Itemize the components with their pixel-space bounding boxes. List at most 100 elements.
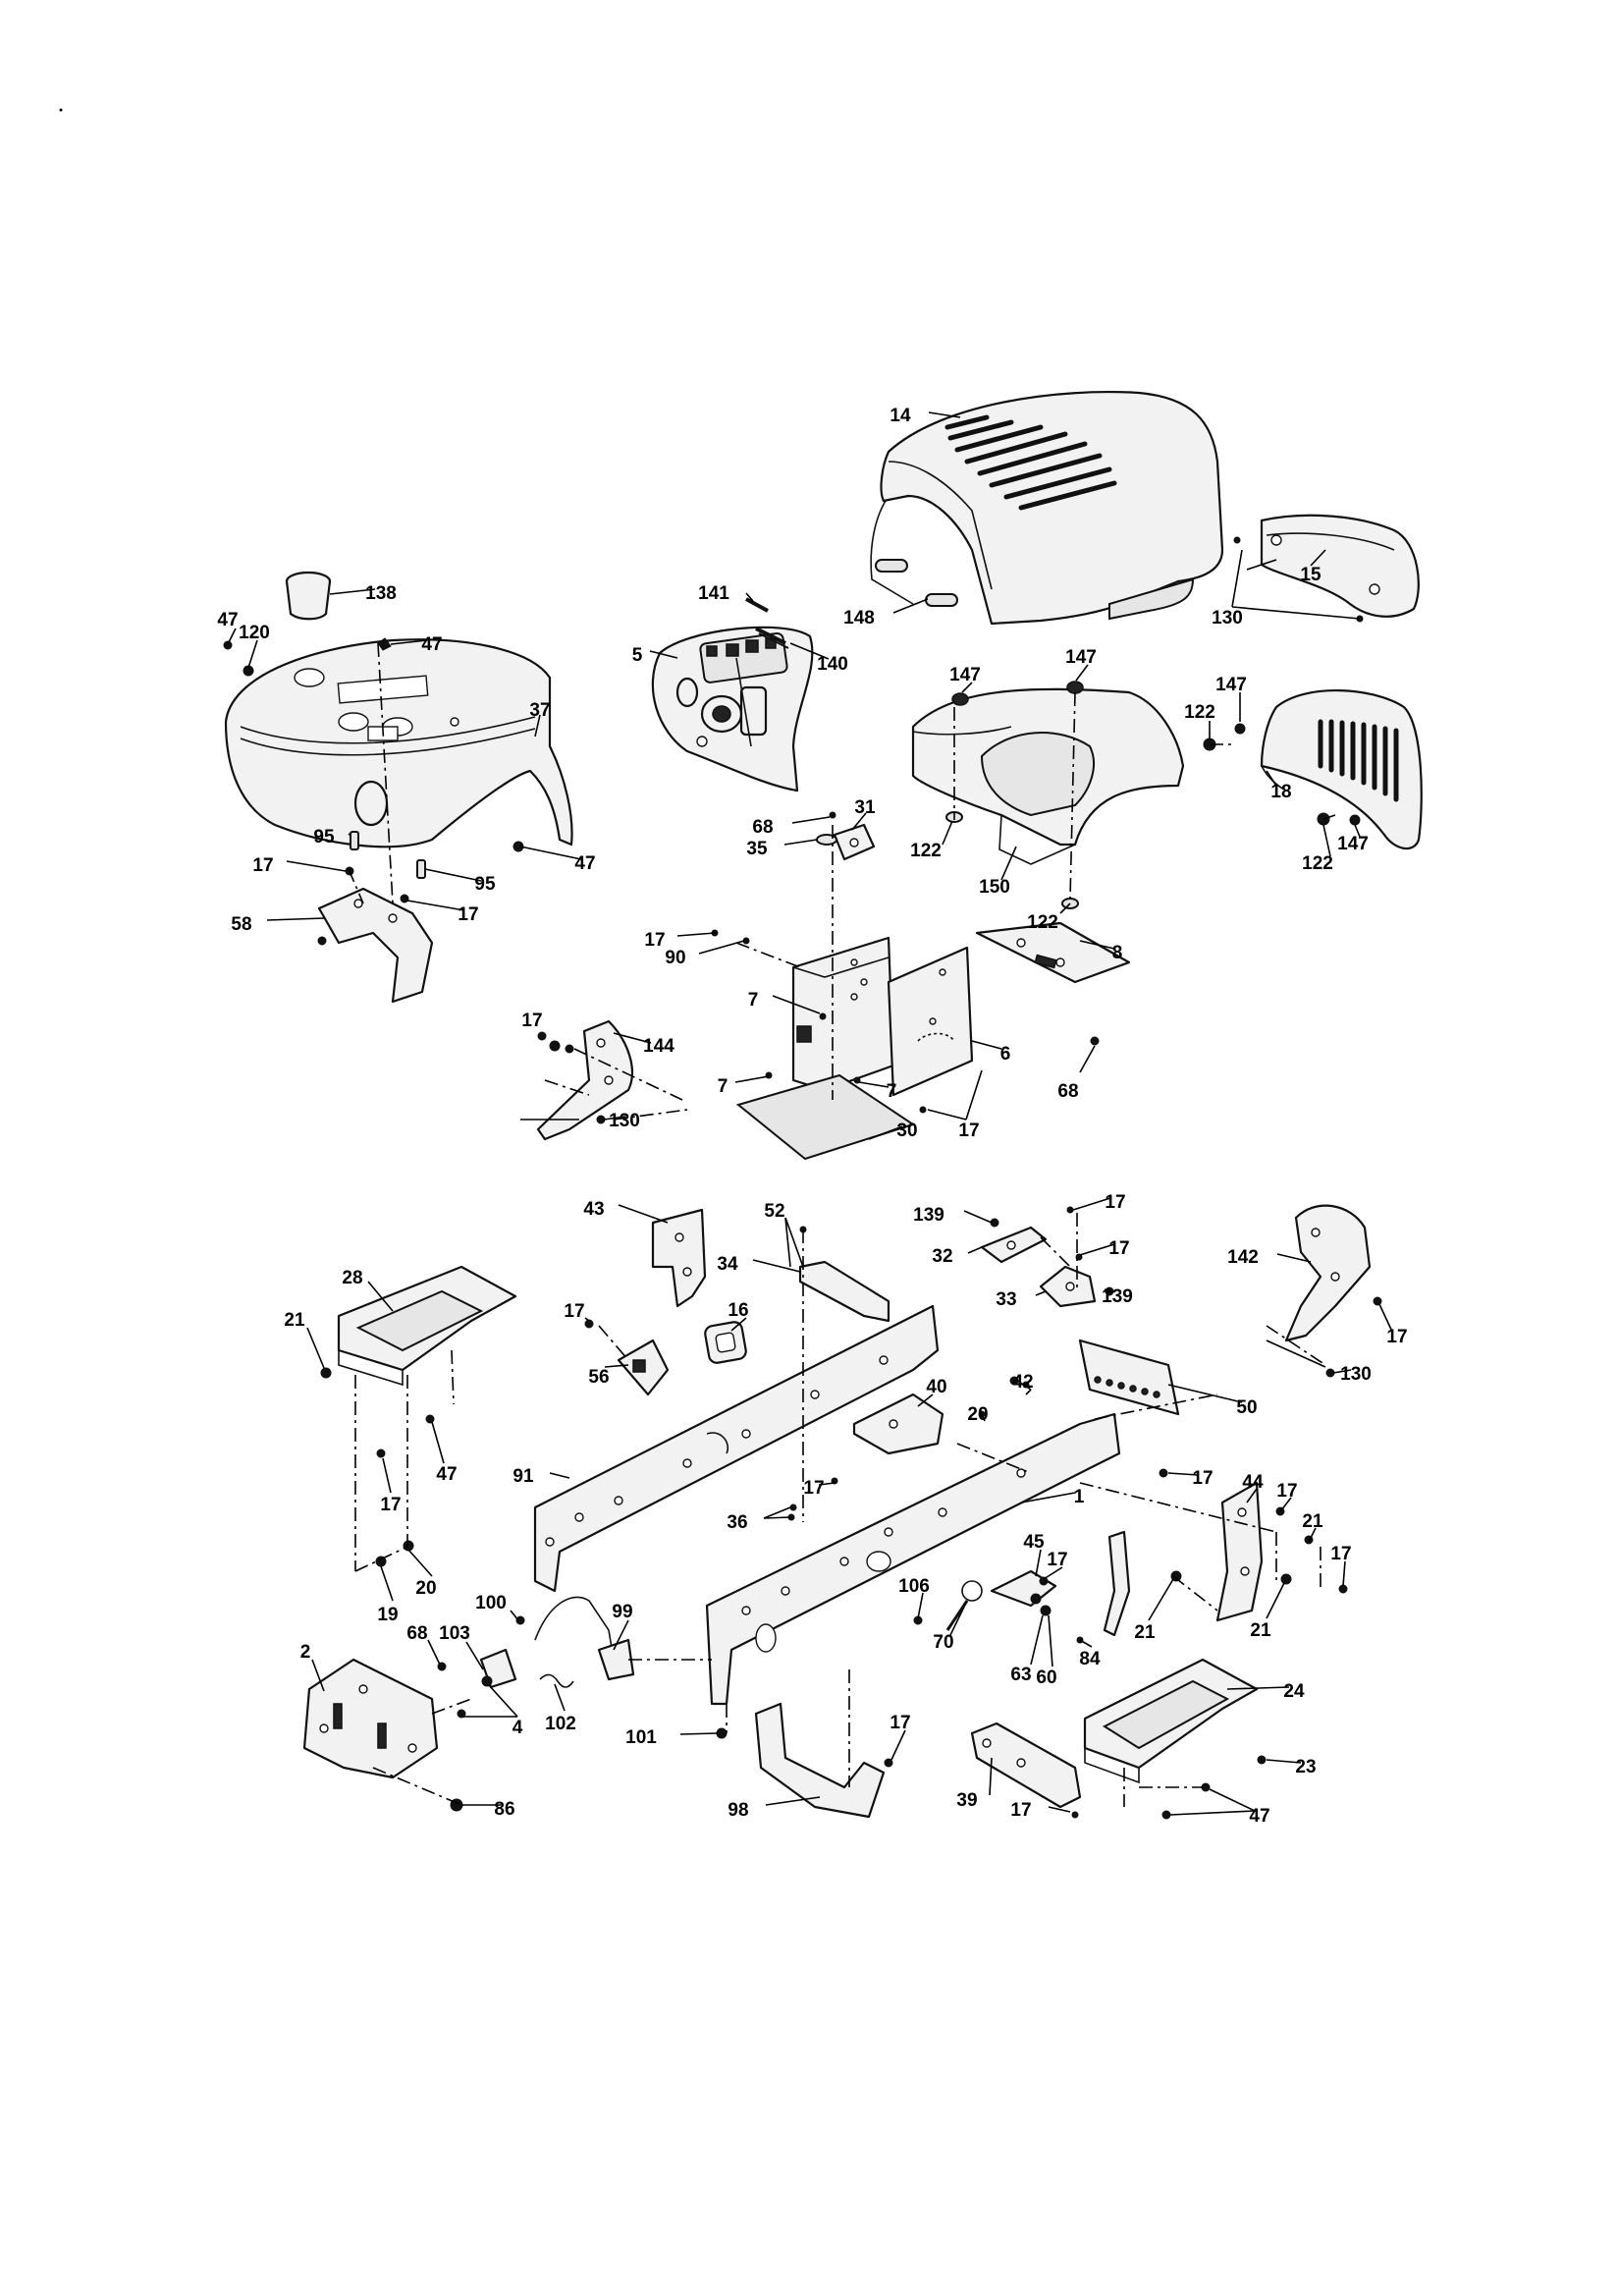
callout-43: 43 bbox=[583, 1199, 604, 1220]
frame-rail-left bbox=[533, 1304, 940, 1593]
callout-32: 32 bbox=[932, 1246, 952, 1267]
callout-33: 33 bbox=[996, 1289, 1016, 1310]
callout-95: 95 bbox=[474, 874, 496, 895]
callout-17: 17 bbox=[252, 855, 273, 876]
support-34 bbox=[798, 1260, 890, 1323]
callout-147: 147 bbox=[1065, 647, 1097, 668]
bracket-32 bbox=[980, 1226, 1048, 1264]
hood-bumper-right bbox=[925, 593, 958, 607]
bracket-142 bbox=[1284, 1204, 1372, 1342]
assembly-centerlines bbox=[348, 642, 1336, 1807]
callout-4: 4 bbox=[512, 1718, 523, 1738]
callout-17: 17 bbox=[1192, 1468, 1213, 1489]
bracket-144 bbox=[536, 1019, 633, 1141]
callout-17: 17 bbox=[1047, 1550, 1067, 1570]
dash-cup-holder bbox=[285, 571, 332, 621]
callout-37: 37 bbox=[529, 700, 550, 721]
callout-91: 91 bbox=[512, 1466, 534, 1487]
callout-17: 17 bbox=[1386, 1327, 1407, 1347]
callout-47: 47 bbox=[217, 610, 238, 630]
callout-17: 17 bbox=[1276, 1481, 1297, 1502]
callout-47: 47 bbox=[574, 853, 595, 874]
hood-vent-grille bbox=[944, 414, 1117, 511]
battery-tray bbox=[791, 936, 974, 1097]
dash-panel bbox=[224, 638, 573, 848]
pivot-45 bbox=[990, 1569, 1057, 1608]
scan-speck bbox=[59, 108, 63, 112]
callout-21: 21 bbox=[1134, 1622, 1156, 1643]
callout-95: 95 bbox=[313, 827, 335, 847]
callout-45: 45 bbox=[1023, 1532, 1045, 1553]
callout-102: 102 bbox=[545, 1714, 576, 1734]
callout-47: 47 bbox=[436, 1464, 457, 1485]
pedal-rod-99 bbox=[534, 1596, 635, 1681]
callout-150: 150 bbox=[979, 877, 1010, 898]
callout-30: 30 bbox=[896, 1121, 917, 1141]
callout-24: 24 bbox=[1283, 1681, 1305, 1702]
callout-18: 18 bbox=[1270, 782, 1291, 802]
callout-100: 100 bbox=[475, 1593, 507, 1613]
callout-101: 101 bbox=[625, 1727, 657, 1748]
grommet-16 bbox=[704, 1321, 747, 1364]
callout-120: 120 bbox=[239, 623, 270, 643]
mounting-plate-8 bbox=[975, 921, 1131, 984]
callout-138: 138 bbox=[365, 583, 397, 604]
grille-slots bbox=[1318, 719, 1399, 802]
callout-7: 7 bbox=[718, 1076, 728, 1097]
callout-68: 68 bbox=[1057, 1081, 1078, 1102]
callout-17: 17 bbox=[644, 930, 665, 951]
callout-130: 130 bbox=[609, 1111, 640, 1131]
callout-142: 142 bbox=[1227, 1247, 1259, 1268]
callout-17: 17 bbox=[521, 1011, 542, 1031]
callout-122: 122 bbox=[1302, 853, 1333, 874]
callout-23: 23 bbox=[1295, 1757, 1316, 1777]
bracket-98 bbox=[754, 1702, 886, 1819]
hood-bumper-left bbox=[875, 559, 908, 573]
callout-56: 56 bbox=[588, 1367, 609, 1388]
callout-28: 28 bbox=[342, 1268, 362, 1288]
callout-6: 6 bbox=[1000, 1044, 1011, 1065]
callout-122: 122 bbox=[1184, 702, 1215, 723]
callout-50: 50 bbox=[1236, 1397, 1257, 1418]
front-grille bbox=[1260, 688, 1423, 850]
callout-90: 90 bbox=[665, 948, 685, 968]
callout-35: 35 bbox=[746, 839, 768, 859]
callout-17: 17 bbox=[890, 1713, 910, 1733]
bracket-39 bbox=[970, 1722, 1082, 1809]
callout-2: 2 bbox=[300, 1642, 311, 1663]
callout-147: 147 bbox=[949, 665, 981, 685]
footrest-right bbox=[1083, 1658, 1259, 1784]
callout-84: 84 bbox=[1079, 1649, 1101, 1669]
spring-102 bbox=[539, 1673, 574, 1688]
callout-148: 148 bbox=[843, 608, 875, 629]
callout-17: 17 bbox=[564, 1301, 584, 1322]
callout-70: 70 bbox=[933, 1632, 953, 1653]
callout-17: 17 bbox=[1105, 1192, 1125, 1213]
frame-rail-right bbox=[705, 1412, 1121, 1706]
callout-147: 147 bbox=[1215, 675, 1247, 695]
callout-17: 17 bbox=[1330, 1544, 1351, 1564]
callout-34: 34 bbox=[717, 1254, 738, 1275]
callout-17: 17 bbox=[380, 1495, 401, 1515]
dash-side-boss bbox=[353, 780, 389, 827]
callout-19: 19 bbox=[377, 1605, 398, 1625]
callout-86: 86 bbox=[494, 1799, 514, 1820]
callout-47: 47 bbox=[421, 634, 442, 655]
callout-15: 15 bbox=[1300, 565, 1321, 585]
bracket-40 bbox=[852, 1393, 944, 1455]
callout-98: 98 bbox=[728, 1800, 748, 1821]
callout-103: 103 bbox=[439, 1623, 470, 1644]
callout-17: 17 bbox=[1010, 1800, 1031, 1821]
callout-147: 147 bbox=[1337, 834, 1369, 854]
callout-68: 68 bbox=[752, 817, 773, 838]
callout-139: 139 bbox=[1102, 1286, 1133, 1307]
control-console bbox=[651, 626, 814, 793]
bracket-50-slots bbox=[1094, 1376, 1160, 1398]
callout-141: 141 bbox=[698, 583, 729, 604]
bracket-2 bbox=[302, 1658, 439, 1779]
console-clip-140 bbox=[755, 627, 789, 649]
callout-16: 16 bbox=[728, 1300, 748, 1321]
bracket-43 bbox=[651, 1208, 707, 1308]
